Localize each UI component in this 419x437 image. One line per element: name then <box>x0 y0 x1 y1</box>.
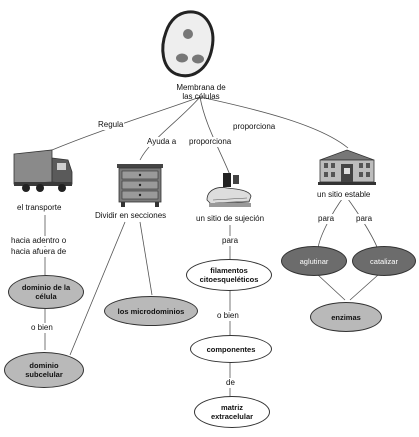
link-para-2: para <box>317 214 336 224</box>
node-catalizar-label: catalizar <box>370 256 398 266</box>
hand-sewing-icon <box>206 173 252 207</box>
concept-transporte: el transporte <box>16 203 63 213</box>
node-dominio-celula: dominio de la célula <box>8 275 84 309</box>
node-enzimas: enzimas <box>310 302 382 332</box>
link-o-bien-2: o bien <box>216 311 240 321</box>
node-componentes-label: componentes <box>206 344 256 354</box>
link-hacia-adentro: hacia adentro o <box>10 236 68 246</box>
node-catalizar: catalizar <box>352 246 416 276</box>
node-dominio-celula-line2: célula <box>35 292 57 301</box>
concept-estable: un sitio estable <box>316 190 372 200</box>
link-hacia-afuera: hacia afuera de <box>10 247 68 257</box>
node-microdominios-label: los microdominios <box>117 306 185 316</box>
node-microdominios: los microdominios <box>104 296 198 326</box>
link-ayuda-a: Ayuda a <box>146 137 178 147</box>
node-aglutinar-label: aglutinar <box>299 256 329 266</box>
node-filamentos-line1: filamentos <box>210 266 248 275</box>
node-dominio-subcelular-line2: subcelular <box>25 370 63 379</box>
node-enzimas-label: enzimas <box>331 312 361 322</box>
link-de: de <box>225 378 236 388</box>
cell-icon <box>161 10 215 78</box>
node-filamentos: filamentos citoesqueléticos <box>186 259 272 291</box>
building-icon <box>318 149 376 185</box>
link-proporciona-1: proporciona <box>188 137 233 147</box>
node-dominio-subcelular-line1: dominio <box>29 361 59 370</box>
node-matriz: matriz extracelular <box>194 396 270 428</box>
concept-dividir: Dividir en secciones <box>94 211 168 221</box>
node-dominio-celula-line1: dominio de la <box>21 283 71 292</box>
link-regula: Regula <box>97 120 125 130</box>
link-para-3: para <box>355 214 374 224</box>
link-o-bien-1: o bien <box>30 323 54 333</box>
truck-icon <box>13 149 73 192</box>
root-label-line1: Membrana de <box>176 83 226 92</box>
link-proporciona-2: proporciona <box>232 122 277 132</box>
node-componentes: componentes <box>190 335 272 363</box>
node-filamentos-line2: citoesqueléticos <box>199 275 259 284</box>
root-label-line2: las células <box>182 92 220 101</box>
node-aglutinar: aglutinar <box>281 246 347 276</box>
node-dominio-subcelular: dominio subcelular <box>4 352 84 388</box>
node-matriz-line2: extracelular <box>210 412 254 421</box>
link-para-1: para <box>221 236 240 246</box>
node-matriz-line1: matriz <box>220 403 244 412</box>
concept-sujecion: un sitio de sujeción <box>195 214 266 224</box>
dresser-icon <box>117 164 163 207</box>
